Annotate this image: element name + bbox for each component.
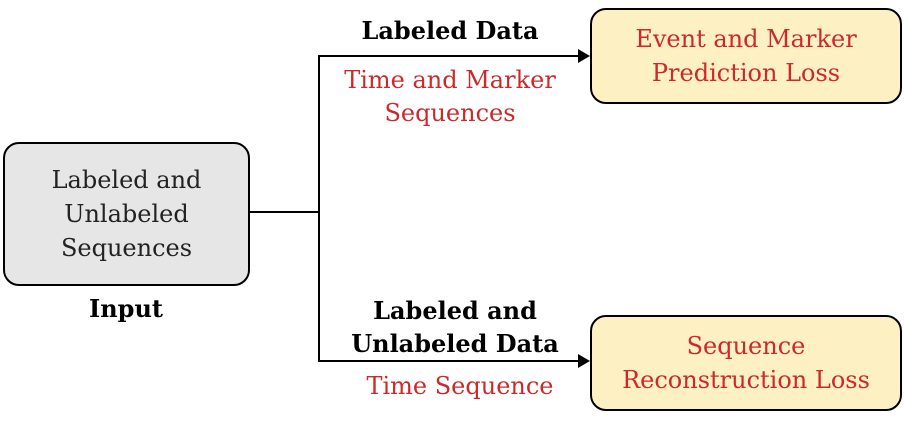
prediction-loss-box: Event and Marker Prediction Loss <box>590 8 902 104</box>
input-sequences-box: Labeled and Unlabeled Sequences <box>3 142 250 286</box>
reconstruction-loss-box: Sequence Reconstruction Loss <box>590 315 902 411</box>
prediction-loss-text: Event and Marker Prediction Loss <box>635 25 857 87</box>
top-arrowhead-icon <box>578 49 590 63</box>
top-branch-line <box>318 55 580 57</box>
top-branch-title: Labeled Data <box>361 16 539 45</box>
input-caption: Input <box>89 294 163 323</box>
bottom-arrowhead-icon <box>578 354 590 368</box>
input-connector-line <box>250 211 320 213</box>
reconstruction-loss-text: Sequence Reconstruction Loss <box>622 332 870 394</box>
branch-vertical-line <box>318 55 320 362</box>
input-sequences-text: Labeled and Unlabeled Sequences <box>51 166 202 262</box>
bottom-branch-title: Labeled and Unlabeled Data <box>351 296 559 358</box>
top-branch-subtitle: Time and Marker Sequences <box>344 66 556 127</box>
bottom-branch-subtitle: Time Sequence <box>366 372 554 400</box>
bottom-branch-line <box>318 360 580 362</box>
